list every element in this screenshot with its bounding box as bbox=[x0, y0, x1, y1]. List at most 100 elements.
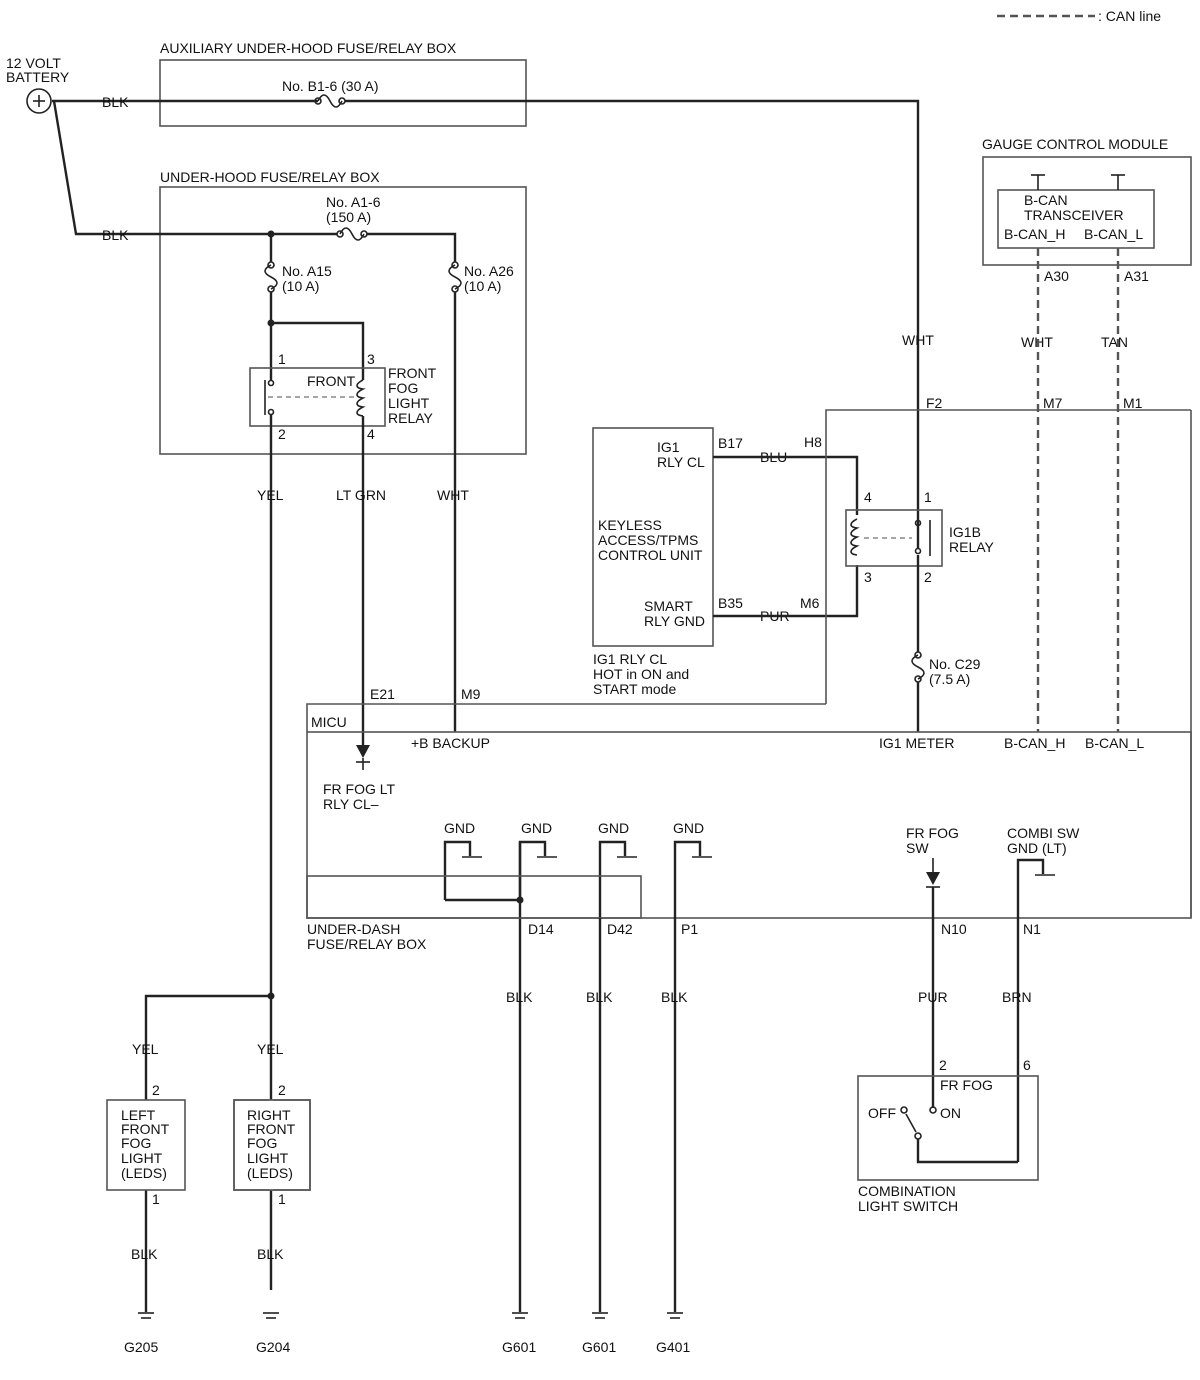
right-fog-pin-2: 2 bbox=[278, 1082, 286, 1098]
ig1b-name-2: RELAY bbox=[949, 539, 995, 555]
legend-can-line: : CAN line bbox=[1098, 8, 1161, 24]
wire-label-yel-left: YEL bbox=[132, 1041, 159, 1057]
left-fog-pin-2: 2 bbox=[152, 1082, 160, 1098]
pin-m9: M9 bbox=[461, 686, 481, 702]
combo-switch-box bbox=[857, 1075, 1039, 1181]
wire-label-brn: BRN bbox=[1002, 989, 1032, 1005]
pin-p1: P1 bbox=[681, 921, 698, 937]
gauge-control-module: GAUGE CONTROL MODULE B-CAN TRANSCEIVER B… bbox=[982, 136, 1192, 732]
fuse-a26-term-a bbox=[451, 261, 459, 269]
transceiver-label-1: B-CAN bbox=[1024, 192, 1068, 208]
switch-lever-icon bbox=[905, 1113, 917, 1133]
left-fog-light: 2 1 LEFT FRONT FOG LIGHT (LEDS) bbox=[106, 1082, 186, 1207]
pin-d42: D42 bbox=[607, 921, 633, 937]
wire-label-blk-3: BLK bbox=[661, 989, 688, 1005]
underdash-box bbox=[306, 875, 642, 919]
gcm-can-h: B-CAN_H bbox=[1004, 226, 1065, 242]
pin-m6: M6 bbox=[800, 595, 820, 611]
micu-frfog-1: FR FOG LT bbox=[323, 781, 396, 797]
gnd-label-1: GND bbox=[444, 820, 475, 836]
relay-pin-4: 4 bbox=[367, 426, 375, 442]
micu-backup: +B BACKUP bbox=[411, 735, 490, 751]
fuse-c29-term-a bbox=[914, 651, 922, 659]
combo-pin-6: 6 bbox=[1023, 1057, 1031, 1073]
keyless-note-2: HOT in ON and bbox=[593, 666, 689, 682]
pin-f2: F2 bbox=[926, 395, 943, 411]
wire-to-ig1b bbox=[345, 99, 920, 548]
right-fog-l3: FOG bbox=[247, 1135, 277, 1151]
wire-label-blk-aux: BLK bbox=[102, 94, 129, 110]
underdash-title-1: UNDER-DASH bbox=[307, 921, 400, 937]
left-fog-l4: LIGHT bbox=[121, 1150, 163, 1166]
wire-labels: YEL LT GRN WHT WHT WHT TAN BLU PUR bbox=[257, 332, 1128, 624]
ig1b-name-1: IG1B bbox=[949, 524, 981, 540]
wire-label-wht: WHT bbox=[437, 487, 469, 503]
wire-battery-main bbox=[52, 100, 142, 236]
underhood-box-title: UNDER-HOOD FUSE/RELAY BOX bbox=[160, 169, 380, 185]
ig1b-pin-4: 4 bbox=[864, 489, 872, 505]
pin-m1: M1 bbox=[1123, 395, 1143, 411]
relay-name-2: FOG bbox=[388, 380, 418, 396]
switch-off-contact bbox=[900, 1106, 908, 1114]
ground-icon bbox=[443, 840, 712, 918]
right-fog-l4: LIGHT bbox=[247, 1150, 289, 1166]
wire-label-wht-ig: WHT bbox=[902, 332, 934, 348]
ground-icon bbox=[138, 1312, 683, 1319]
right-fog-pin-1: 1 bbox=[278, 1191, 286, 1207]
right-fog-l5: (LEDS) bbox=[247, 1165, 293, 1181]
ig1b-contact-b bbox=[914, 547, 922, 555]
combo-on: ON bbox=[940, 1105, 961, 1121]
relay-contact-a bbox=[267, 379, 275, 387]
micu-upper-outline-a bbox=[825, 409, 1191, 704]
frfog-sw-2: SW bbox=[906, 840, 929, 856]
fuse-c29-rating: (7.5 A) bbox=[929, 671, 970, 687]
fuse-b1-6-icon bbox=[317, 94, 343, 108]
transceiver-label-2: TRANSCEIVER bbox=[1024, 207, 1124, 223]
micu-bcan-h: B-CAN_H bbox=[1004, 735, 1065, 751]
fuse-a26-label: No. A26 bbox=[464, 263, 514, 279]
ground-g204: G204 bbox=[256, 1339, 290, 1355]
keyless-ig1-2: RLY CL bbox=[657, 454, 705, 470]
fuse-c29-icon bbox=[911, 654, 925, 680]
battery-label-1: 12 VOLT bbox=[6, 55, 61, 71]
ground-g401: G401 bbox=[656, 1339, 690, 1355]
pin-a31: A31 bbox=[1124, 268, 1149, 284]
fuse-a1-6-rating: (150 A) bbox=[326, 209, 371, 225]
ig1b-pin-2: 2 bbox=[924, 569, 932, 585]
arrow-down-icon bbox=[926, 872, 940, 885]
relay-name-1: FRONT bbox=[388, 365, 437, 381]
battery-symbol bbox=[26, 88, 52, 114]
wire-yel-left bbox=[144, 994, 271, 1100]
ig1b-pin-3: 3 bbox=[864, 569, 872, 585]
pin-h8: H8 bbox=[804, 434, 822, 450]
wire-label-blk-1: BLK bbox=[506, 989, 533, 1005]
grounds: G205 G204 G601 G601 G401 bbox=[124, 1312, 690, 1355]
pin-b17: B17 bbox=[718, 435, 743, 451]
wire-label-blk-main: BLK bbox=[102, 227, 129, 243]
gcm-can-l: B-CAN_L bbox=[1084, 226, 1143, 242]
fuse-b1-6-label: No. B1-6 (30 A) bbox=[282, 78, 379, 94]
front-fog-relay bbox=[249, 367, 386, 427]
pin-a30: A30 bbox=[1044, 268, 1069, 284]
left-fog-l3: FOG bbox=[121, 1135, 151, 1151]
wire-label-pur-low: PUR bbox=[918, 989, 948, 1005]
fuse-a15-term-a bbox=[267, 261, 275, 269]
ground-g205: G205 bbox=[124, 1339, 158, 1355]
ig1b-pin-1: 1 bbox=[924, 489, 932, 505]
right-fog-l2: FRONT bbox=[247, 1121, 296, 1137]
keyless-name-2: ACCESS/TPMS bbox=[598, 532, 698, 548]
pin-e21: E21 bbox=[370, 686, 395, 702]
legend: : CAN line bbox=[997, 8, 1161, 24]
keyless-smart-1: SMART bbox=[644, 598, 693, 614]
pin-d14: D14 bbox=[528, 921, 554, 937]
pin-n1: N1 bbox=[1023, 921, 1041, 937]
fuse-a26-icon bbox=[448, 264, 462, 290]
arrow-down-icon bbox=[356, 745, 370, 758]
keyless-note-3: START mode bbox=[593, 681, 676, 697]
keyless-name-1: KEYLESS bbox=[598, 517, 662, 533]
micu-bcan-l: B-CAN_L bbox=[1085, 735, 1144, 751]
ig1b-coil-icon bbox=[850, 518, 860, 556]
keyless-outline bbox=[592, 427, 714, 647]
gnd-trace-1 bbox=[443, 840, 472, 900]
aux-fuse-box: AUXILIARY UNDER-HOOD FUSE/RELAY BOX No. … bbox=[142, 40, 920, 548]
